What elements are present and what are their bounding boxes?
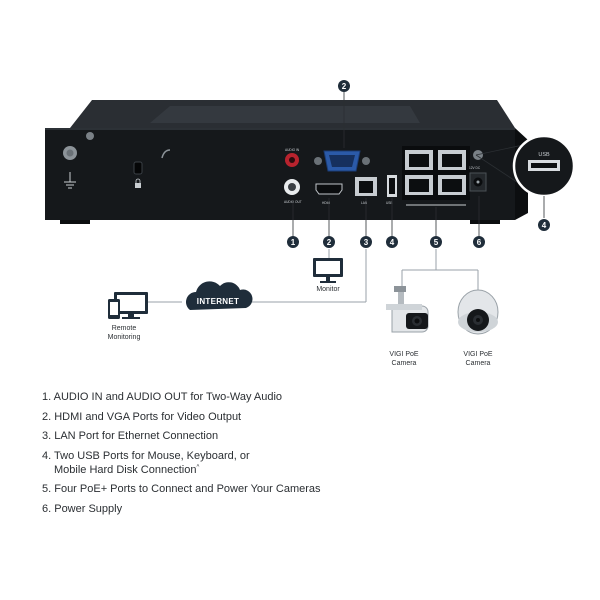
legend-item-video: 2. HDMI and VGA Ports for Video Output	[42, 410, 562, 424]
legend-item-audio-text: 1. AUDIO IN and AUDIO OUT for Two-Way Au…	[42, 391, 283, 403]
connection-lines	[148, 249, 479, 303]
internet-cloud-icon	[186, 281, 253, 310]
power-label: 12V DC	[469, 166, 481, 170]
legend-item-poe: 5. Four PoE+ Ports to Connect and Power …	[42, 482, 562, 496]
legend-item-video-text: 2. HDMI and VGA Ports for Video Output	[42, 410, 242, 423]
callout-number-top: 2	[342, 82, 347, 91]
callout-2: 2	[323, 236, 335, 248]
monitor-icon	[313, 258, 343, 283]
monitor-label: Monitor	[316, 286, 340, 293]
usb-zoom-label: USB	[538, 152, 550, 158]
device-foot-left	[60, 220, 90, 224]
camera1-label-line2: Camera	[392, 360, 417, 367]
device-back-edge	[45, 128, 515, 130]
audio-in-port	[285, 153, 299, 167]
legend-item-audio: 1. AUDIO IN and AUDIO OUT for Two-Way Au…	[42, 390, 562, 404]
camera2-label-line1: VIGI PoE	[463, 351, 493, 358]
remote-monitoring-icon	[108, 292, 148, 319]
callout-badge-usb-zoom	[538, 219, 550, 231]
camera2-label-line2: Camera	[466, 360, 491, 367]
legend-item-usb-footnote-mark: ^	[196, 463, 200, 470]
hdmi-label: HDMI	[322, 201, 330, 205]
vga-port	[314, 150, 370, 172]
callout-1: 1	[287, 236, 299, 248]
svg-text:6: 6	[477, 238, 482, 247]
bracket-mark	[161, 149, 171, 159]
camera1-label-line1: VIGI PoE	[389, 351, 419, 358]
svg-text:2: 2	[327, 238, 332, 247]
device-top-sheen	[150, 106, 420, 123]
port-legend: 1. AUDIO IN and AUDIO OUT for Two-Way Au…	[42, 390, 562, 521]
device-foot-right	[470, 220, 500, 224]
hdmi-port	[315, 183, 343, 195]
callout-4: 4	[386, 236, 398, 248]
internet-label: INTERNET	[197, 297, 239, 306]
callout-5: 5	[430, 236, 442, 248]
turret-camera-icon	[457, 289, 499, 335]
legend-item-power-text: 6. Power Supply	[42, 502, 123, 515]
callout-number-usb-zoom: 4	[542, 221, 547, 230]
svg-text:5: 5	[434, 238, 439, 247]
callout-badge-top	[338, 80, 350, 92]
lock-slot-icon	[133, 161, 143, 188]
ground-screw-icon	[63, 146, 77, 189]
bullet-camera-icon	[386, 286, 429, 333]
legend-item-usb-text-line2: Mobile Hard Disk Connection	[54, 463, 197, 476]
legend-item-usb: 4. Two USB Ports for Mouse, Keyboard, or…	[42, 449, 562, 477]
lan-label: LAN	[361, 201, 368, 205]
legend-item-power: 6. Power Supply	[42, 502, 562, 516]
lan-port	[355, 177, 377, 196]
legend-item-lan-text: 3. LAN Port for Ethernet Connection	[42, 430, 219, 442]
usb-label: USB	[386, 201, 393, 205]
svg-text:1: 1	[291, 238, 296, 247]
legend-item-poe-text: 5. Four PoE+ Ports to Connect and Power …	[42, 483, 321, 495]
poe-ports	[402, 146, 470, 206]
legend-item-lan: 3. LAN Port for Ethernet Connection	[42, 429, 562, 443]
legend-item-usb-text-line1: 4. Two USB Ports for Mouse, Keyboard, or	[42, 449, 250, 462]
callout-6: 6	[473, 236, 485, 248]
screw-icon	[86, 132, 94, 140]
usb-port	[387, 175, 397, 197]
legend-item-usb-text-line2-wrap: Mobile Hard Disk Connection^	[42, 463, 562, 477]
callout-3: 3	[360, 236, 372, 248]
audio-in-label: AUDIO IN	[285, 148, 300, 152]
nvr-connection-diagram: AUDIO IN AUDIO OUT HDMI LAN USB	[45, 80, 576, 367]
svg-text:4: 4	[390, 238, 395, 247]
svg-text:3: 3	[364, 238, 369, 247]
remote-monitoring-label-line1: Remote	[112, 325, 137, 332]
remote-monitoring-label-line2: Monitoring	[108, 334, 141, 341]
audio-out-port	[284, 179, 300, 195]
callout-leaders	[292, 196, 480, 236]
